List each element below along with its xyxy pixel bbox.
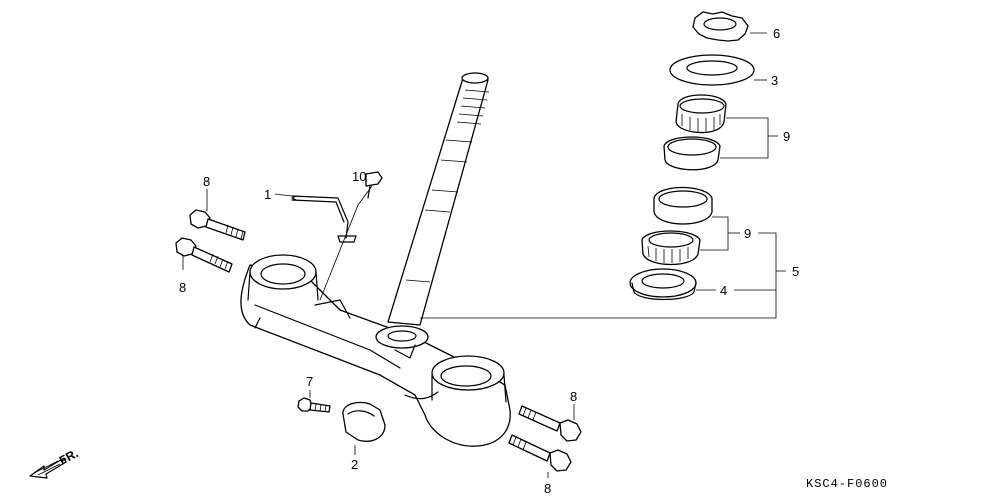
arrow-icon [29,457,67,479]
cable-guide [291,195,357,243]
diagram-code: KSC4-F0600 [806,477,888,491]
leader-lines [182,32,786,478]
dust-seal [629,268,697,301]
pinch-bolt [175,237,233,273]
dust-seal-washer [669,54,755,86]
cable-clamp [342,401,386,442]
callout-10: 10 [352,169,366,184]
callout-9-upper: 9 [783,129,790,144]
pinch-bolt [518,405,582,442]
lower-bearing [641,230,701,266]
front-direction-indicator: FR. [29,446,80,479]
lower-bracket [240,254,511,447]
callout-2: 2 [351,457,358,472]
callout-8-bottom: 8 [544,481,551,496]
callout-8-top: 8 [203,174,210,189]
steering-stem-nut [692,11,749,42]
callout-6: 6 [773,26,780,41]
callout-3: 3 [771,73,778,88]
callout-1: 1 [264,187,271,202]
callout-9-lower: 9 [744,226,751,241]
callout-4: 4 [720,283,727,298]
callout-8-right: 8 [570,389,577,404]
pinch-bolt [189,209,246,241]
callout-7: 7 [306,374,313,389]
callout-5: 5 [792,264,799,279]
clamp-bolt [297,397,331,413]
pinch-bolt [508,434,572,472]
cable-guide-bolt [365,171,383,199]
steering-stem [387,72,490,326]
upper-bearing-race [663,136,721,171]
upper-bearing [675,94,727,134]
lower-bearing-race [653,186,713,225]
callout-8-left: 8 [179,280,186,295]
